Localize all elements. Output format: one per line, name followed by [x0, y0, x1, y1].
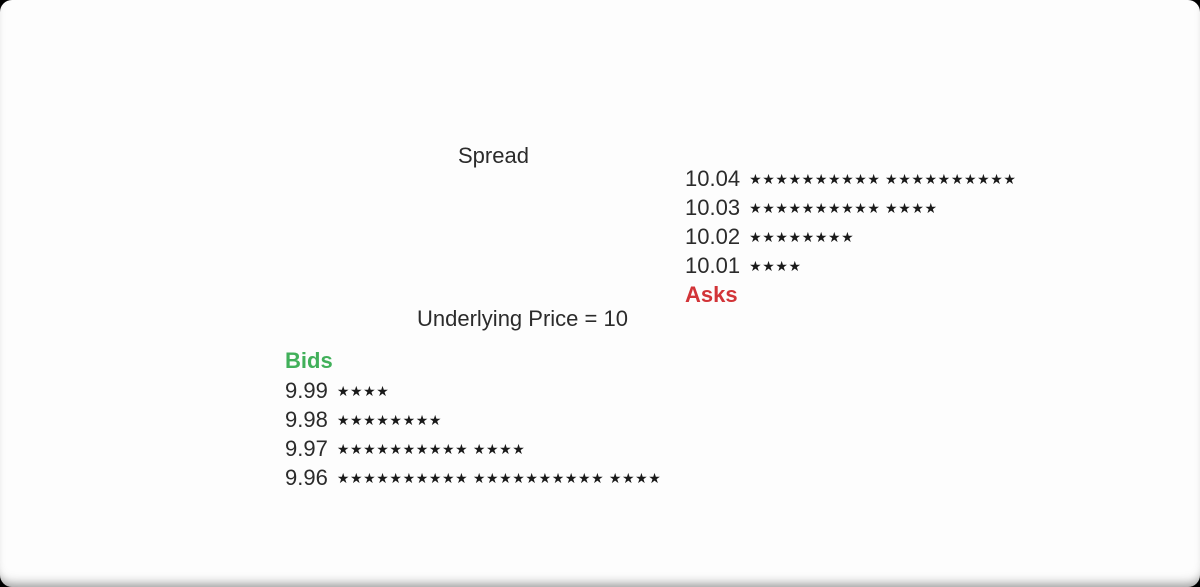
- ask-row: 10.04 ★★★★★★★★★★ ★★★★★★★★★★: [685, 164, 1017, 193]
- quantity-stars: ★★★★★★★★★★ ★★★★: [749, 200, 938, 216]
- bids-label: Bids: [285, 348, 333, 373]
- quantity-stars: ★★★★: [336, 383, 390, 399]
- quantity-stars: ★★★★★★★★★★ ★★★★★★★★★★: [749, 171, 1017, 187]
- bid-row: 9.98 ★★★★★★★★: [285, 405, 661, 434]
- spread-title: Spread: [458, 143, 529, 168]
- price-label: 10.04: [685, 165, 741, 191]
- ask-levels: 10.04★★★★★★★★★★ ★★★★★★★★★★10.03★★★★★★★★★…: [685, 164, 1017, 280]
- quantity-stars: ★★★★★★★★: [336, 412, 443, 428]
- bid-row: 9.97 ★★★★★★★★★★ ★★★★: [285, 434, 661, 463]
- quantity-stars: ★★★★: [749, 258, 802, 274]
- price-label: 9.98: [285, 406, 328, 432]
- price-label: 10.01: [685, 252, 741, 278]
- quantity-stars: ★★★★★★★★★★ ★★★★: [336, 441, 526, 457]
- price-label: 10.03: [685, 194, 741, 220]
- quantity-stars: ★★★★★★★★★★ ★★★★★★★★★★ ★★★★: [336, 470, 662, 486]
- ask-row: 10.01 ★★★★: [685, 251, 1017, 280]
- asks-label: Asks: [685, 282, 738, 307]
- price-label: 10.02: [685, 223, 741, 249]
- quantity-stars: ★★★★★★★★: [749, 229, 855, 245]
- bid-row: 9.96 ★★★★★★★★★★ ★★★★★★★★★★ ★★★★: [285, 463, 661, 492]
- price-label: 9.97: [285, 435, 328, 461]
- price-label: 9.96: [285, 464, 328, 490]
- underlying-price-label: Underlying Price = 10: [417, 306, 628, 331]
- ask-row: 10.03 ★★★★★★★★★★ ★★★★: [685, 193, 1017, 222]
- bid-row: 9.99 ★★★★: [285, 376, 661, 405]
- bid-levels: 9.99★★★★9.98★★★★★★★★9.97★★★★★★★★★★ ★★★★9…: [285, 376, 661, 492]
- ask-row: 10.02 ★★★★★★★★: [685, 222, 1017, 251]
- price-label: 9.99: [285, 377, 328, 403]
